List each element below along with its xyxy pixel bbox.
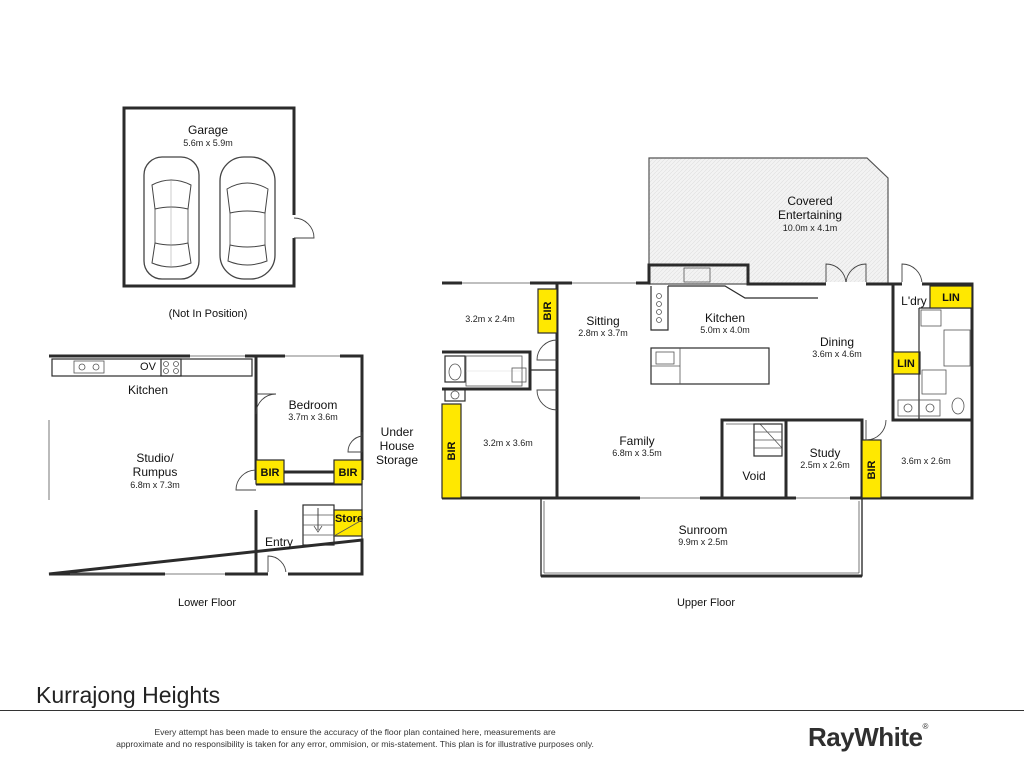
kitchen-name: Kitchen — [705, 311, 745, 325]
sink-icon — [73, 360, 105, 374]
lower-floor-caption: Lower Floor — [178, 597, 236, 609]
upper-bir-left — [441, 403, 462, 499]
studio-door-swing — [235, 469, 257, 491]
sunroom-dims: 9.9m x 2.5m — [678, 537, 728, 547]
toilet-icon — [444, 355, 466, 383]
lower-floor: OV BIR BIR Store Kitchen Studio/ Rumpus … — [47, 354, 418, 609]
lin-mid — [892, 351, 921, 375]
vanity-icon — [444, 388, 466, 402]
upper-ensuite-walls — [442, 350, 532, 391]
lin-top — [929, 285, 973, 309]
under-house-line1: Under — [381, 425, 414, 439]
lin-mid-label: LIN — [897, 358, 915, 370]
covered-name-line1: Covered — [787, 194, 832, 208]
laundry-name: L'dry — [901, 294, 927, 308]
lower-bir-right-label: BIR — [339, 467, 358, 479]
lin-top-label: LIN — [942, 292, 960, 304]
covered-name-line2: Entertaining — [778, 208, 842, 222]
lower-kitchen-bench — [51, 358, 253, 377]
studio-name-line2: Rumpus — [133, 465, 178, 479]
laundry-door-swing — [901, 263, 923, 285]
garage-name: Garage — [188, 123, 228, 137]
garage: Garage 5.6m x 5.9m (Not In Position) — [122, 106, 315, 320]
upper-bir-left-label: BIR — [446, 441, 458, 460]
cooktop-icon — [160, 358, 182, 377]
study-bir-label: BIR — [866, 460, 878, 479]
garage-door-swing — [293, 217, 315, 239]
under-house-door-swing — [347, 432, 363, 453]
garage-walls — [122, 106, 296, 288]
bed1-door-swing — [536, 339, 558, 361]
brand-registered-mark: ® — [922, 722, 928, 731]
footer-divider — [0, 710, 1024, 711]
lower-kitchen-name: Kitchen — [128, 383, 168, 397]
lower-bir-right — [333, 459, 363, 485]
laundry-tub-icon — [920, 309, 942, 327]
garage-dims: 5.6m x 5.9m — [183, 138, 233, 148]
bath-shower-icon — [921, 369, 947, 395]
upper-floor-caption: Upper Floor — [677, 597, 735, 609]
car-icon — [219, 156, 276, 280]
kitchen-bench-top — [668, 285, 818, 299]
floor-plan-drawing: Garage 5.6m x 5.9m (Not In Position) OV — [47, 106, 974, 609]
studio-dims: 6.8m x 7.3m — [130, 480, 180, 490]
bedroom-name: Bedroom — [289, 398, 338, 412]
brand-name: RayWhite — [808, 722, 923, 752]
lower-bir-left — [255, 459, 285, 485]
dining-dims: 3.6m x 4.6m — [812, 349, 862, 359]
sitting-name: Sitting — [586, 314, 619, 328]
study-dims: 2.5m x 2.6m — [800, 460, 850, 470]
study-name: Study — [810, 446, 841, 460]
bed3-door-swing — [865, 419, 887, 441]
bed3-dims: 3.6m x 2.6m — [901, 456, 951, 466]
entry-name: Entry — [265, 535, 293, 549]
property-title: Kurrajong Heights — [36, 682, 221, 708]
bed2-dims: 3.2m x 3.6m — [483, 438, 533, 448]
french-door-left — [825, 263, 847, 285]
kitchen-sink-icon — [683, 267, 711, 283]
brand-logo: RayWhite® — [808, 722, 928, 753]
double-vanity-icon — [897, 399, 941, 417]
upper-bir-top-label: BIR — [542, 301, 554, 320]
kitchen-dims: 5.0m x 4.0m — [700, 325, 750, 335]
disclaimer-line-1: Every attempt has been made to ensure th… — [154, 727, 556, 737]
lower-bir-left-label: BIR — [261, 467, 280, 479]
upper-bir-top — [537, 288, 558, 334]
sitting-dims: 2.8m x 3.7m — [578, 328, 628, 338]
garage-note: (Not In Position) — [169, 308, 248, 320]
disclaimer-line-2: approximate and no responsibility is tak… — [116, 739, 594, 749]
disclaimer: Every attempt has been made to ensure th… — [70, 726, 640, 750]
study-bir — [861, 439, 882, 499]
family-name: Family — [619, 434, 654, 448]
upper-floor-outer-walls — [442, 263, 974, 500]
sunroom-name: Sunroom — [679, 523, 728, 537]
dining-name: Dining — [820, 335, 854, 349]
bedroom-dims: 3.7m x 3.6m — [288, 412, 338, 422]
oven-label: OV — [140, 361, 157, 373]
under-house-line2: House — [380, 439, 415, 453]
covered-entertaining-area — [648, 157, 889, 285]
bed2-door-swing — [536, 389, 558, 411]
car-icon — [143, 156, 200, 280]
store-label: Store — [335, 513, 363, 525]
void-name: Void — [742, 469, 765, 483]
void-walls — [720, 418, 788, 498]
upper-toilet-icon — [951, 397, 965, 415]
shower-icon — [511, 367, 527, 383]
bed1-dims: 3.2m x 2.4m — [465, 314, 515, 324]
covered-dims: 10.0m x 4.1m — [783, 223, 838, 233]
studio-name-line1: Studio/ — [136, 451, 174, 465]
bedroom-door-swing — [255, 393, 277, 415]
upper-floor: Covered Entertaining 10.0m x 4.1m Sunroo… — [441, 157, 974, 609]
under-house-line3: Storage — [376, 453, 418, 467]
french-door-right — [845, 263, 867, 285]
family-dims: 6.8m x 3.5m — [612, 448, 662, 458]
kitchen-bench-left — [650, 286, 669, 331]
lower-floor-outer-walls — [48, 354, 364, 576]
bathtub-icon — [943, 329, 971, 367]
entry-door-swing — [267, 555, 287, 575]
